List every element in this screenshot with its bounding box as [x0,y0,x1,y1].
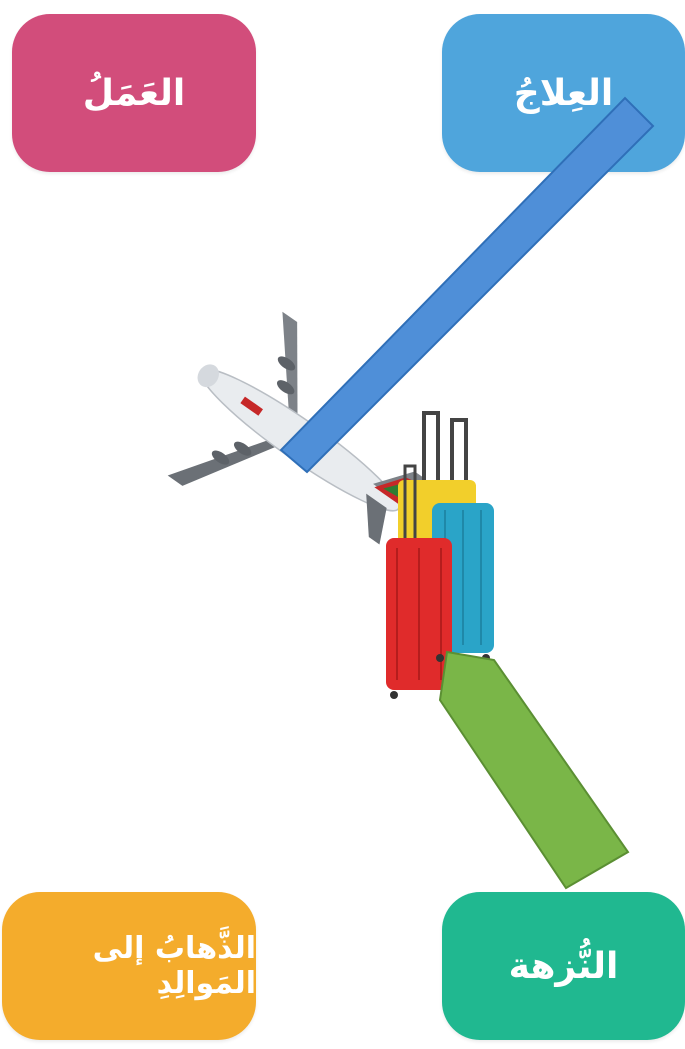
card-tourism[interactable]: النُّزهة [442,892,685,1040]
airplane-engine [209,448,231,468]
suitcases-illustration [386,413,494,699]
red-suitcase [386,538,452,690]
red-suitcase-handle [405,466,415,542]
airplane-engine [275,377,297,397]
airplane-fuselage [190,355,410,525]
airplane-tail-fin [374,463,424,511]
airplane-tail-fin-green [383,474,416,505]
airplane-wing-upper [234,312,347,426]
card-tourism-label: النُّزهة [509,946,619,987]
yellow-suitcase-handle [452,420,466,484]
yellow-suitcase [398,480,476,550]
card-work[interactable]: العَمَلُ [12,14,256,172]
airplane-stabilizer [347,494,399,545]
yellow-suitcase-handle [424,413,438,483]
card-treatment[interactable]: العِلاجُ [442,14,685,172]
card-mawalid[interactable]: الذَّهابُ إلى المَوالِدِ [2,892,256,1040]
card-mawalid-label: الذَّهابُ إلى المَوالِدِ [2,931,256,1001]
card-treatment-label: العِلاجُ [514,73,613,114]
airplane-nose [193,360,223,391]
card-work-label: العَمَلُ [83,73,185,114]
airplane-engine [232,439,254,459]
airplane-wing-lower [168,398,286,521]
airplane-illustration [140,292,460,599]
airplane-livery-stripe [240,397,263,416]
connector-green[interactable] [440,652,628,888]
blue-suitcase [432,503,494,653]
airplane-stabilizer [373,456,425,507]
airplane-engine [275,354,297,374]
